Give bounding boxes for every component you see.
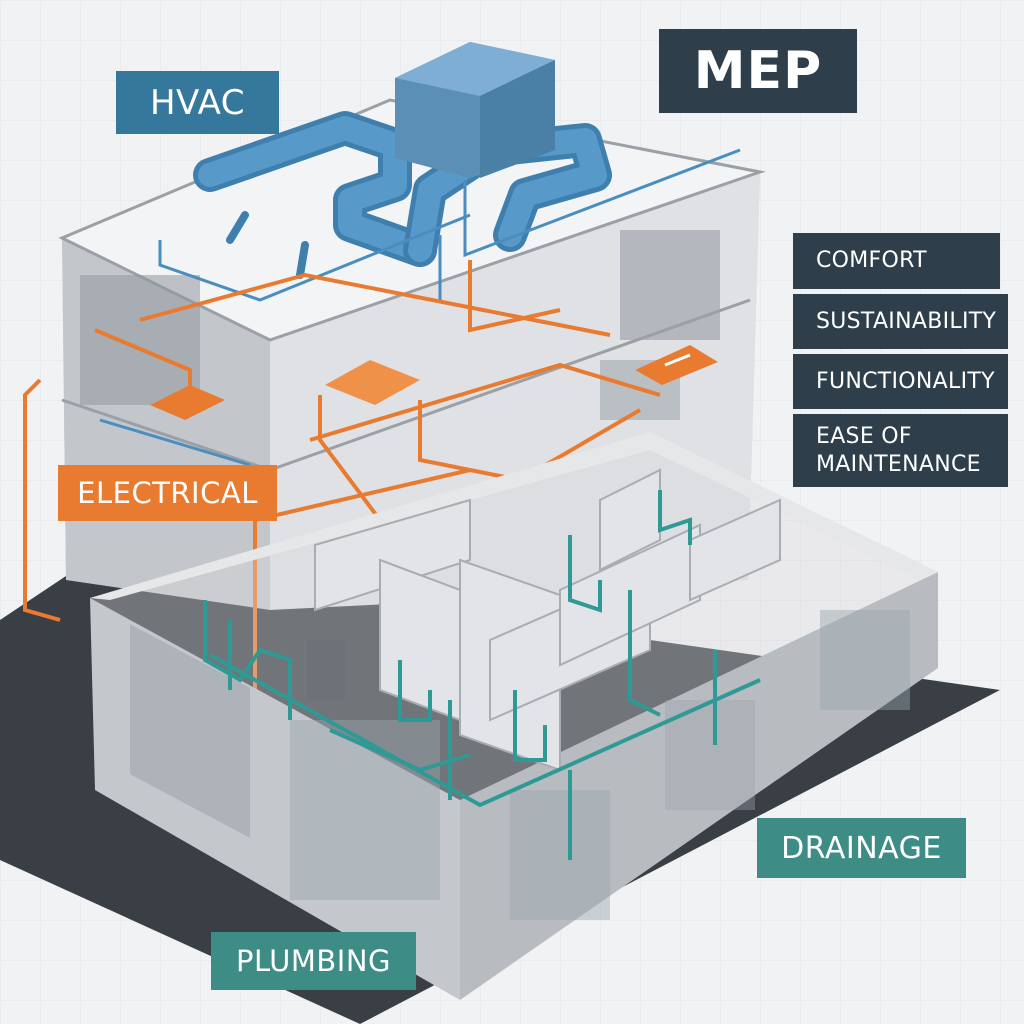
window bbox=[80, 275, 200, 405]
plumbing-label: PLUMBING bbox=[211, 932, 416, 990]
panel-1 bbox=[150, 385, 225, 420]
benefit-functionality: FUNCTIONALITY bbox=[793, 354, 1008, 409]
mep-title: MEP bbox=[659, 29, 857, 113]
benefits-list: COMFORT SUSTAINABILITY FUNCTIONALITY EAS… bbox=[793, 233, 1008, 492]
benefit-comfort: COMFORT bbox=[793, 233, 1000, 289]
benefit-ease-of-maintenance: EASE OF MAINTENANCE bbox=[793, 414, 1008, 487]
hvac-label: HVAC bbox=[116, 71, 279, 134]
hvac-lines bbox=[99, 148, 741, 467]
ahu-unit bbox=[395, 42, 555, 178]
benefit-sustainability: SUSTAINABILITY bbox=[793, 294, 1008, 349]
plumbing-lines bbox=[203, 490, 761, 860]
appliance bbox=[307, 640, 345, 700]
hvac-ductwork bbox=[193, 111, 612, 279]
panel-3 bbox=[635, 345, 718, 385]
electrical-label: ELECTRICAL bbox=[58, 465, 277, 521]
lower-floor bbox=[90, 432, 938, 1000]
drainage-label: DRAINAGE bbox=[757, 818, 966, 878]
panel-2 bbox=[325, 360, 420, 405]
window bbox=[620, 230, 720, 340]
